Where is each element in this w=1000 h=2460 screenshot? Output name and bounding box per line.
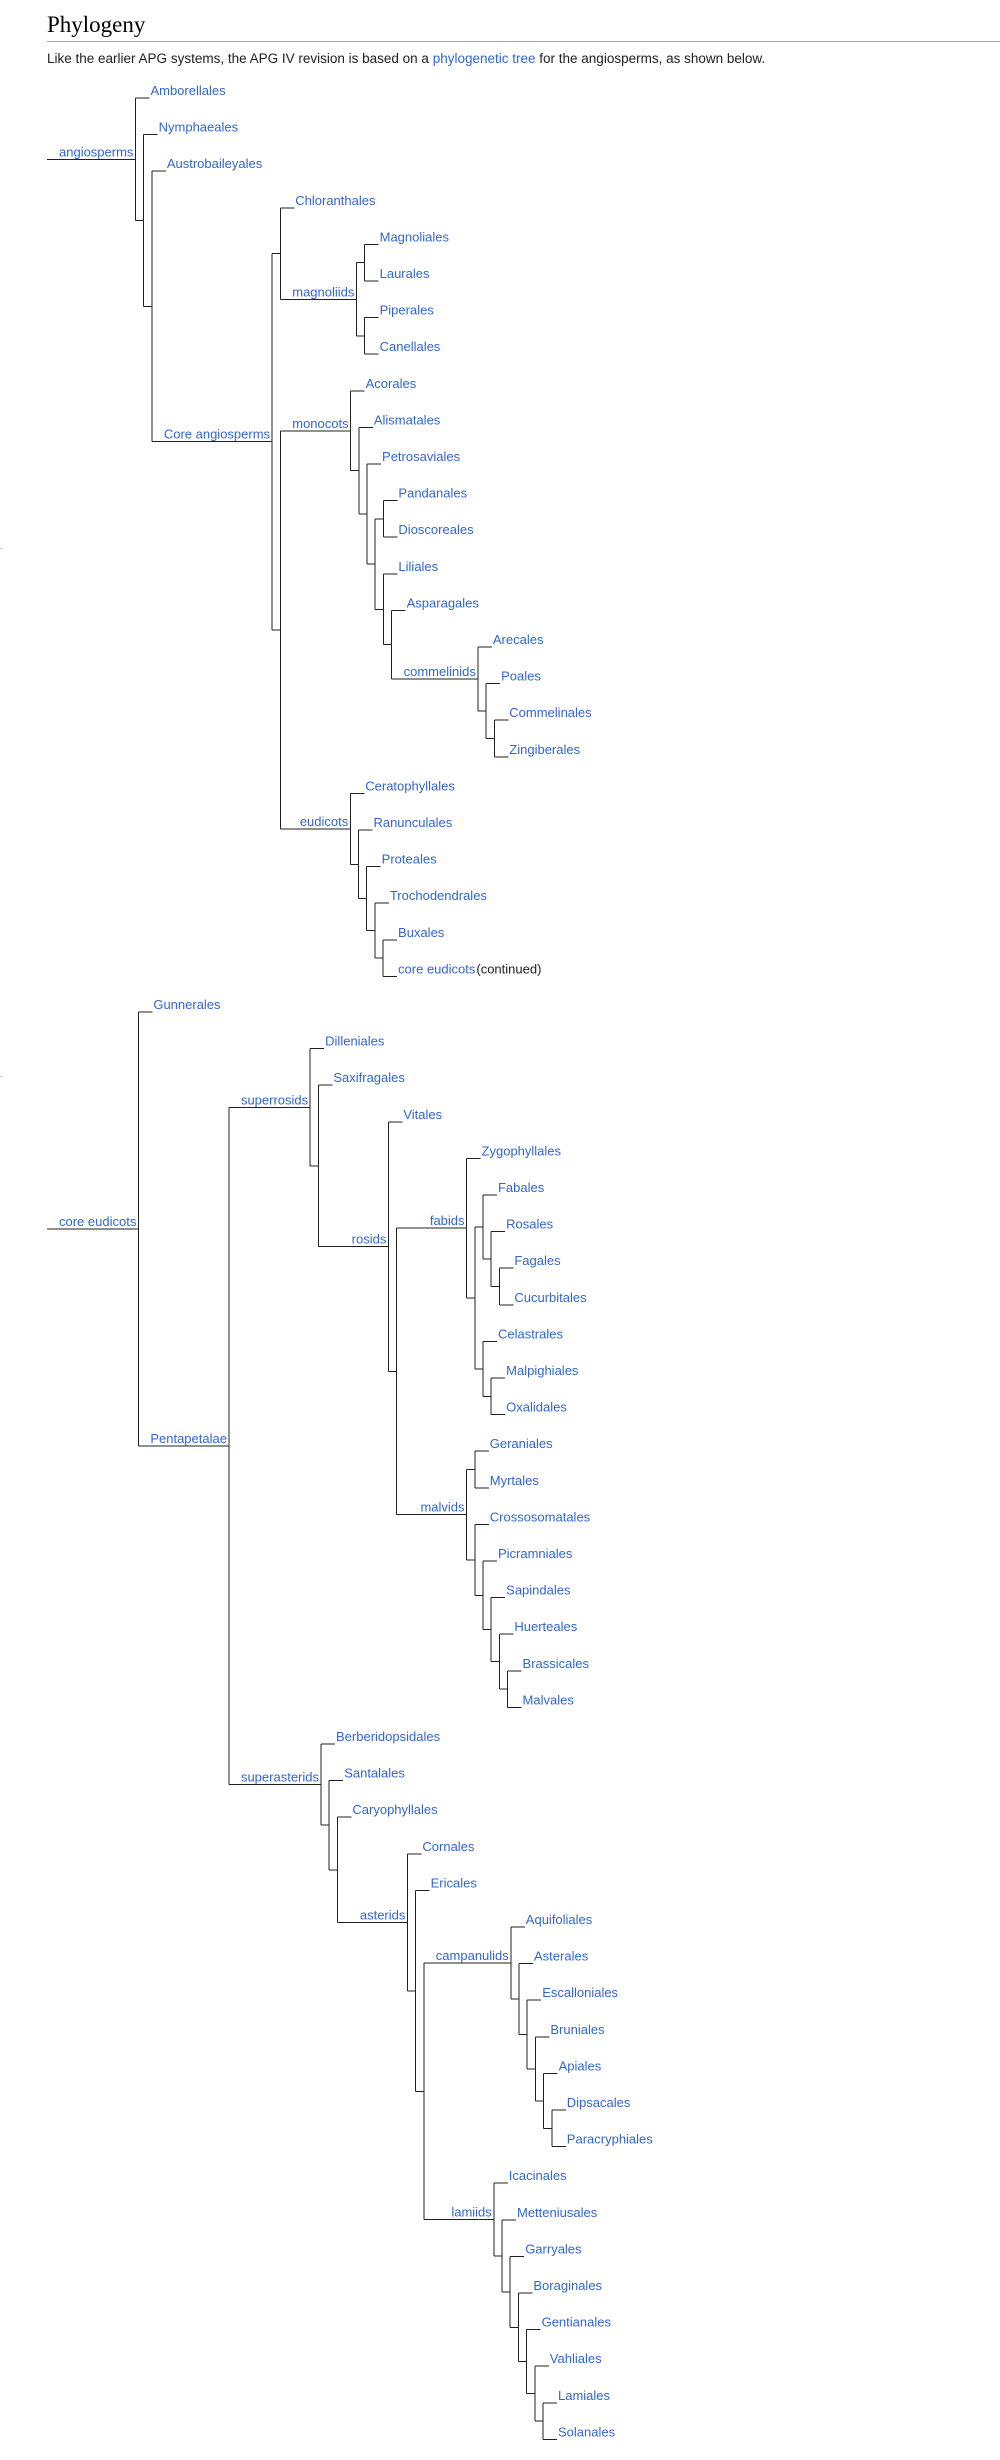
taxon-crossosomatales[interactable]: Crossosomatales: [490, 1509, 591, 1524]
taxon-petrosaviales[interactable]: Petrosaviales: [382, 449, 461, 464]
taxon-caryophyllales[interactable]: Caryophyllales: [352, 1802, 438, 1817]
clade-core-angiosperms[interactable]: Core angiosperms: [164, 427, 271, 442]
taxon-ericales[interactable]: Ericales: [431, 1875, 478, 1890]
taxon-core-eudicots[interactable]: core eudicots: [398, 961, 476, 976]
taxon-nymphaeales[interactable]: Nymphaeales: [159, 120, 239, 135]
clade-commelinids[interactable]: commelinids: [404, 664, 477, 679]
taxon-commelinales[interactable]: Commelinales: [509, 705, 592, 720]
taxon-paracryphiales[interactable]: Paracryphiales: [567, 2132, 653, 2147]
taxon-santalales[interactable]: Santalales: [344, 1766, 405, 1781]
taxon-metteniusales[interactable]: Metteniusales: [517, 2205, 598, 2220]
taxon-malvales[interactable]: Malvales: [523, 1692, 575, 1707]
taxon-piperales[interactable]: Piperales: [380, 303, 435, 318]
taxon-asparagales[interactable]: Asparagales: [407, 595, 480, 610]
taxon-gentianales[interactable]: Gentianales: [542, 2315, 612, 2330]
clade-lamiids[interactable]: lamiids: [451, 2205, 492, 2220]
taxon-lamiales[interactable]: Lamiales: [558, 2388, 611, 2403]
section-heading: Phylogeny: [47, 12, 146, 37]
taxon-icacinales[interactable]: Icacinales: [509, 2168, 567, 2183]
taxon-asterales[interactable]: Asterales: [534, 1949, 589, 1964]
taxon-malpighiales[interactable]: Malpighiales: [506, 1363, 579, 1378]
clade-asterids[interactable]: asterids: [360, 1907, 406, 1922]
heading-divider: [47, 41, 1000, 42]
clade-magnoliids[interactable]: magnoliids: [292, 284, 355, 299]
taxon-trochodendrales[interactable]: Trochodendrales: [390, 888, 488, 903]
taxon-apiales[interactable]: Apiales: [559, 2058, 602, 2073]
clade-core-eudicots[interactable]: core eudicots: [59, 1214, 137, 1229]
clade-malvids[interactable]: malvids: [420, 1500, 465, 1515]
taxon-boraginales[interactable]: Boraginales: [533, 2278, 602, 2293]
taxon-canellales[interactable]: Canellales: [380, 339, 441, 354]
taxon-austrobaileyales[interactable]: Austrobaileyales: [167, 156, 263, 171]
taxon-saxifragales[interactable]: Saxifragales: [333, 1070, 405, 1085]
taxon-picramniales[interactable]: Picramniales: [498, 1546, 573, 1561]
clade-fabids[interactable]: fabids: [430, 1213, 465, 1228]
intro-text-before: Like the earlier APG systems, the APG IV…: [47, 51, 433, 66]
taxon-oxalidales[interactable]: Oxalidales: [506, 1400, 567, 1415]
taxon-magnoliales[interactable]: Magnoliales: [380, 229, 450, 244]
taxon-dipsacales[interactable]: Dipsacales: [567, 2095, 631, 2110]
taxon-huerteales[interactable]: Huerteales: [514, 1619, 577, 1634]
taxon-arecales[interactable]: Arecales: [493, 632, 544, 647]
taxon-ranunculales[interactable]: Ranunculales: [373, 815, 452, 830]
clade-angiosperms[interactable]: angiosperms: [59, 144, 134, 159]
taxon-amborellales[interactable]: Amborellales: [150, 83, 226, 98]
taxon-garryales[interactable]: Garryales: [525, 2241, 582, 2256]
taxon-cornales[interactable]: Cornales: [422, 1839, 475, 1854]
clade-pentapetalae[interactable]: Pentapetalae: [150, 1431, 227, 1446]
intro-paragraph: Like the earlier APG systems, the APG IV…: [47, 51, 765, 66]
taxon-zingiberales[interactable]: Zingiberales: [509, 742, 580, 757]
taxon-escalloniales[interactable]: Escalloniales: [542, 1985, 618, 2000]
taxon-geraniales[interactable]: Geraniales: [490, 1436, 553, 1451]
taxon-berberidopsidales[interactable]: Berberidopsidales: [336, 1729, 441, 1744]
taxon-laurales[interactable]: Laurales: [380, 266, 430, 281]
taxon-rosales[interactable]: Rosales: [506, 1217, 553, 1232]
taxon-chloranthales[interactable]: Chloranthales: [295, 193, 376, 208]
taxon-cucurbitales[interactable]: Cucurbitales: [514, 1290, 587, 1305]
taxon-aquifoliales[interactable]: Aquifoliales: [526, 1912, 593, 1927]
left-edge-marker: [0, 1076, 3, 1077]
clade-monocots[interactable]: monocots: [292, 416, 349, 431]
intro-text-after: for the angiosperms, as shown below.: [535, 51, 766, 66]
clade-superasterids[interactable]: superasterids: [241, 1770, 320, 1785]
taxon-poales[interactable]: Poales: [501, 669, 541, 684]
taxon-dioscoreales[interactable]: Dioscoreales: [398, 522, 474, 537]
taxon-gunnerales[interactable]: Gunnerales: [153, 997, 221, 1012]
taxon-zygophyllales[interactable]: Zygophyllales: [482, 1143, 562, 1158]
taxon-bruniales[interactable]: Bruniales: [550, 2022, 605, 2037]
taxon-sapindales[interactable]: Sapindales: [506, 1583, 571, 1598]
taxon-brassicales[interactable]: Brassicales: [523, 1656, 590, 1671]
taxon-alismatales[interactable]: Alismatales: [374, 412, 441, 427]
taxon-celastrales[interactable]: Celastrales: [498, 1326, 564, 1341]
taxon-ceratophyllales[interactable]: Ceratophyllales: [365, 778, 455, 793]
taxon-vahliales[interactable]: Vahliales: [550, 2351, 602, 2366]
taxon-liliales[interactable]: Liliales: [398, 559, 438, 574]
clade-superrosids[interactable]: superrosids: [241, 1092, 309, 1107]
taxon-buxales[interactable]: Buxales: [398, 925, 445, 940]
taxon-vitales[interactable]: Vitales: [403, 1107, 442, 1122]
taxon-fagales[interactable]: Fagales: [514, 1253, 561, 1268]
left-edge-marker: [0, 548, 3, 549]
clade-eudicots[interactable]: eudicots: [300, 814, 349, 829]
taxon-dilleniales[interactable]: Dilleniales: [325, 1034, 385, 1049]
taxon-solanales[interactable]: Solanales: [558, 2424, 616, 2439]
taxon-acorales[interactable]: Acorales: [366, 376, 417, 391]
taxon-pandanales[interactable]: Pandanales: [398, 486, 467, 501]
taxon-myrtales[interactable]: Myrtales: [490, 1473, 540, 1488]
taxon-proteales[interactable]: Proteales: [382, 852, 437, 867]
taxon-fabales[interactable]: Fabales: [498, 1180, 545, 1195]
continued-note: (continued): [476, 961, 541, 976]
clade-rosids[interactable]: rosids: [352, 1232, 387, 1247]
clade-campanulids[interactable]: campanulids: [436, 1948, 509, 1963]
phylogenetic-tree-link[interactable]: phylogenetic tree: [432, 51, 536, 66]
